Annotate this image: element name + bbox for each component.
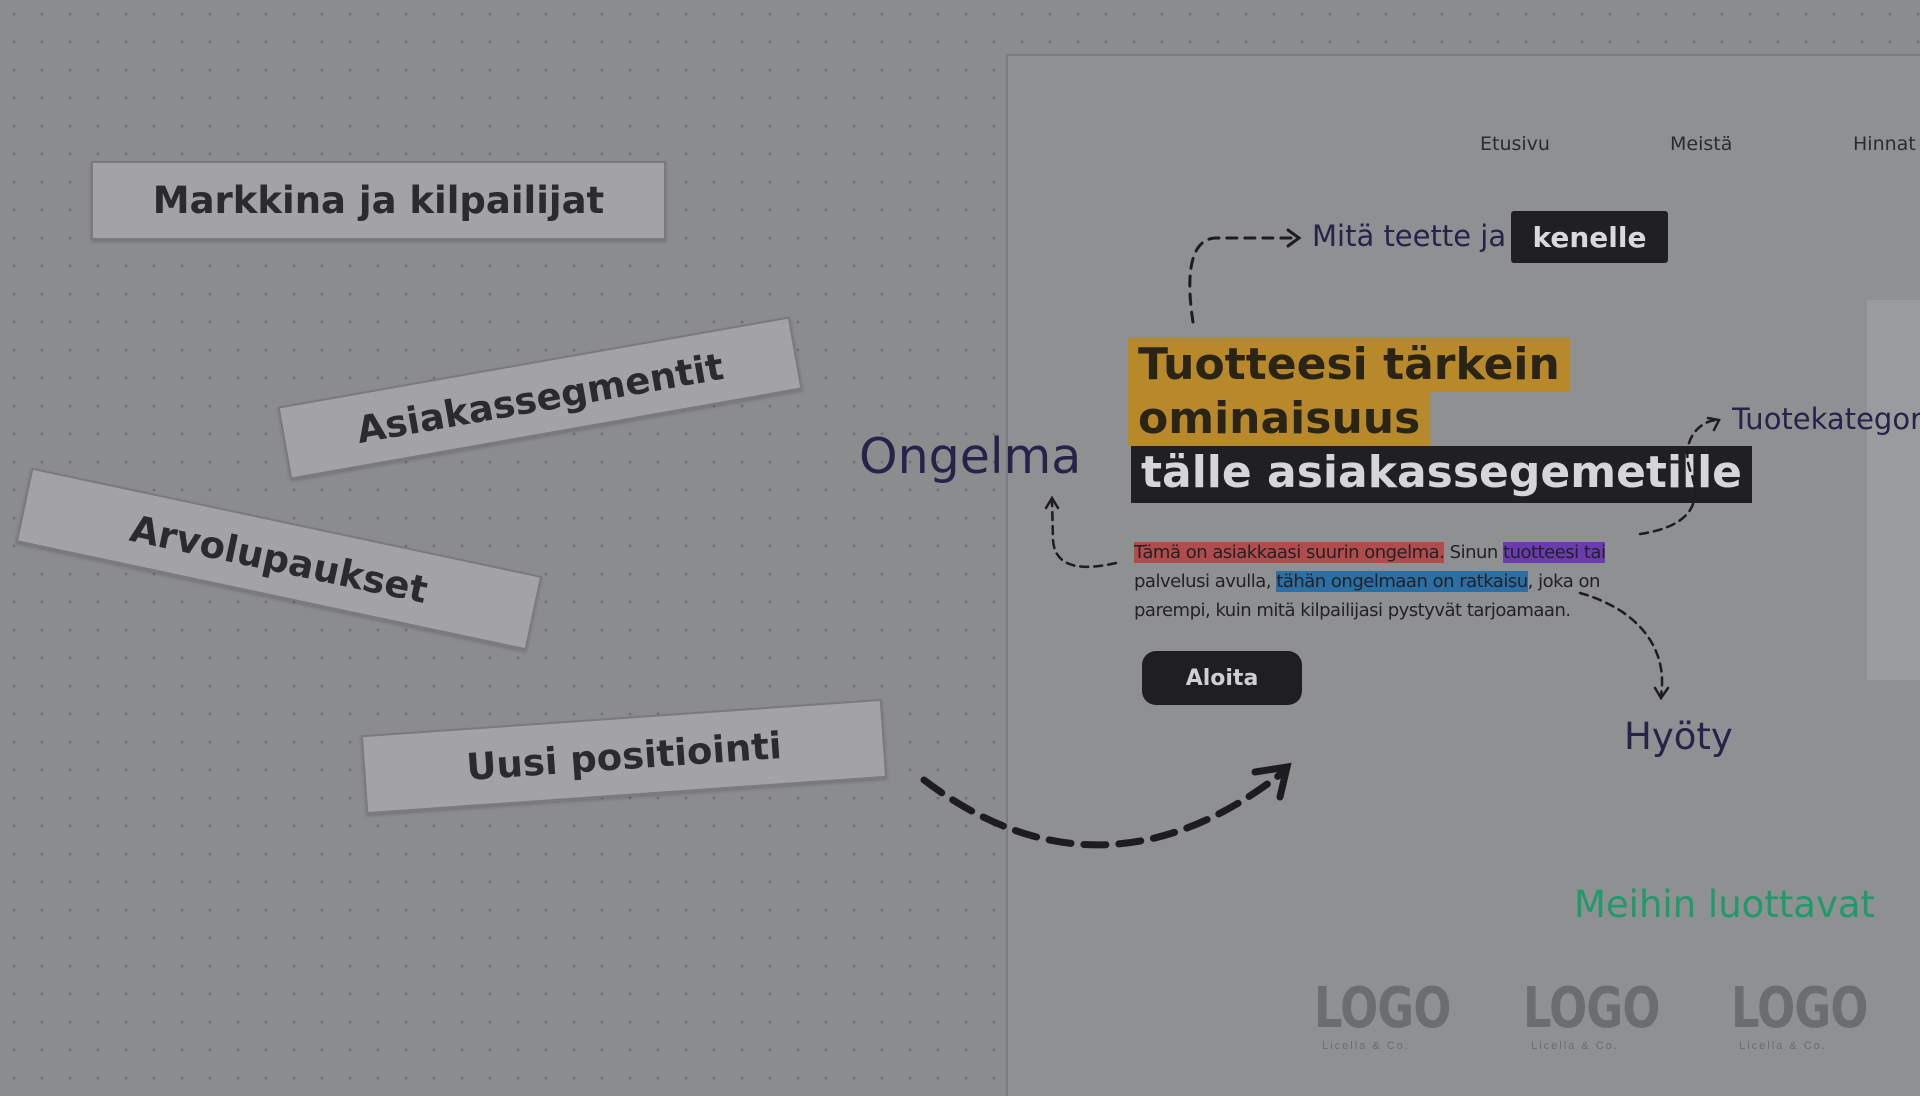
body-mark-product: tuotteesi tai bbox=[1503, 542, 1606, 563]
logo-subtitle: Licella & Co. bbox=[1531, 1040, 1619, 1052]
sticky-note-markkina[interactable]: Markkina ja kilpailijat bbox=[91, 161, 666, 240]
arrowhead-tuotekategoria bbox=[1706, 416, 1721, 432]
arrow-mita bbox=[1188, 236, 1300, 324]
body-text-segment: palvelusi avulla, bbox=[1134, 571, 1277, 592]
annotation-tuotekategoria: Tuotekategori bbox=[1732, 402, 1920, 436]
headline-line-3: tälle asiakassegemetille bbox=[1131, 446, 1753, 503]
arrowhead-positiointi bbox=[1251, 762, 1292, 801]
nav-link-etusivu[interactable]: Etusivu bbox=[1480, 133, 1550, 155]
body-text-segment: , joka on parempi, kuin mitä kilpailijas… bbox=[1134, 571, 1600, 621]
aloita-button[interactable]: Aloita bbox=[1142, 651, 1302, 705]
image-placeholder bbox=[1867, 300, 1920, 680]
arrowhead-mita bbox=[1286, 228, 1302, 248]
arrow-positiointi-to-frame bbox=[920, 769, 1286, 849]
headline-line-2: ominaisuus bbox=[1128, 392, 1431, 446]
logo-subtitle: Licella & Co. bbox=[1739, 1040, 1827, 1052]
nav-link-hinnat[interactable]: Hinnat bbox=[1853, 133, 1916, 155]
arrow-ongelma bbox=[1050, 498, 1118, 569]
logo-subtitle: Licella & Co. bbox=[1322, 1040, 1410, 1052]
annotation-mita-teette: Mitä teette ja bbox=[1312, 219, 1507, 253]
sticky-note-label: Markkina ja kilpailijat bbox=[152, 179, 605, 222]
hero-body-text: Tämä on asiakkaasi suurin ongelma. Sinun… bbox=[1134, 538, 1634, 625]
annotation-ongelma: Ongelma bbox=[859, 428, 1082, 485]
body-mark-problem: Tämä on asiakkaasi suurin ongelma. bbox=[1134, 542, 1445, 563]
headline-line-1: Tuotteesi tärkein bbox=[1128, 338, 1570, 392]
body-mark-solution: tähän ongelmaan on ratkaisu bbox=[1276, 571, 1528, 592]
trusted-heading: Meihin luottavat bbox=[1574, 883, 1876, 926]
arrow-hyoty bbox=[1578, 591, 1664, 697]
arrowhead-hyoty bbox=[1653, 686, 1670, 701]
arrowhead-ongelma bbox=[1044, 495, 1060, 510]
arrow-tuotekategoria bbox=[1638, 418, 1720, 536]
annotation-kenelle-badge: kenelle bbox=[1511, 211, 1668, 263]
nav-link-meista[interactable]: Meistä bbox=[1670, 133, 1733, 155]
body-text-segment: Sinun bbox=[1444, 542, 1504, 563]
annotation-hyoty: Hyöty bbox=[1624, 715, 1733, 758]
